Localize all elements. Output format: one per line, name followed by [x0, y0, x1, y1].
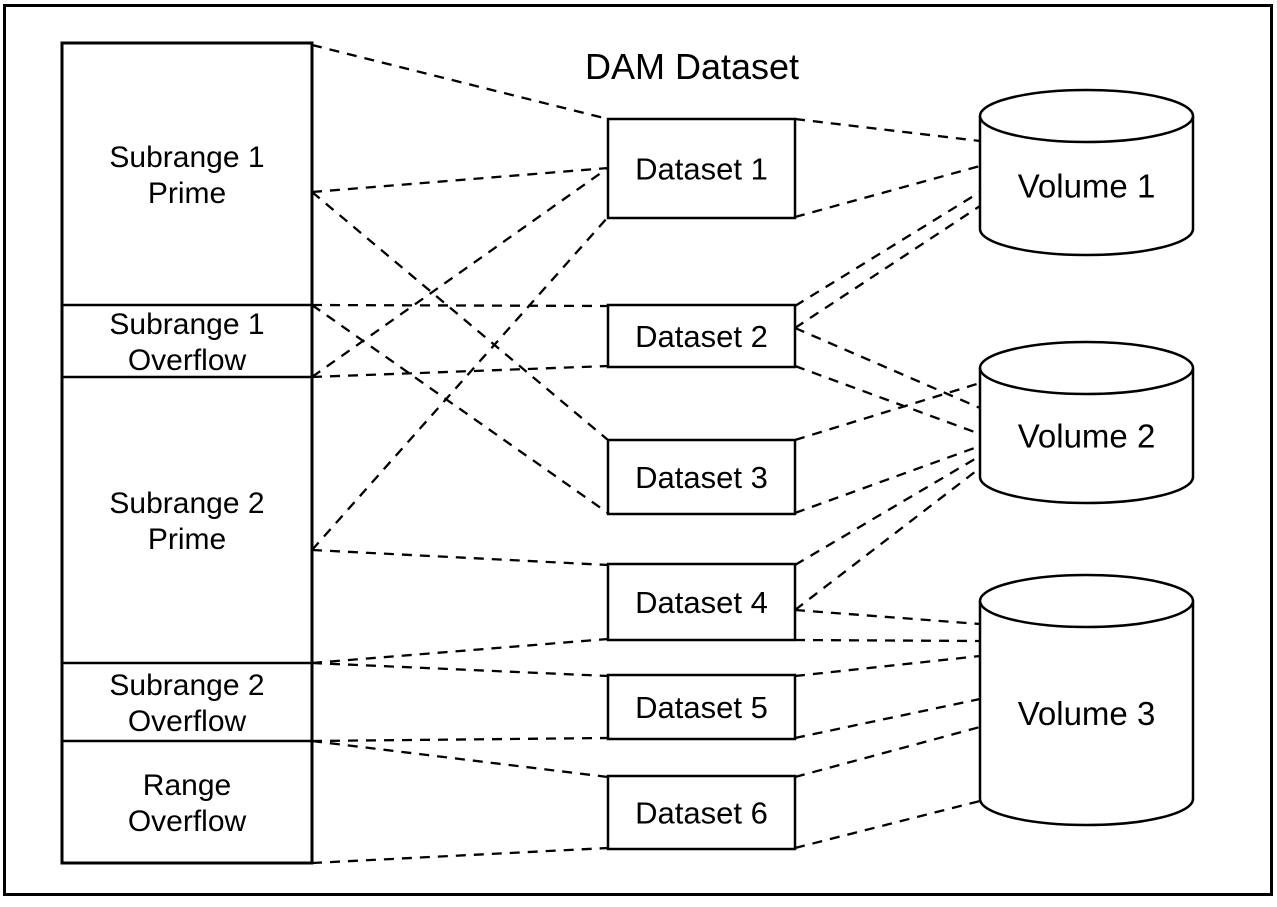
dataset-5-box [606, 673, 797, 741]
link-subrange-2-overflow-dataset-5 [311, 661, 609, 678]
link-dataset-1-volume-1 [794, 117, 981, 143]
link-dataset-1-volume-1 [794, 164, 981, 219]
section-label-subrange-1-prime: Subrange 1 [109, 141, 264, 174]
dataset-1-box [606, 117, 797, 220]
volume-2-cylinder-body [978, 368, 1195, 505]
diagram-title: DAM Dataset [585, 46, 799, 87]
link-dataset-6-volume-3 [794, 725, 981, 779]
volume-3-cylinder-top [978, 573, 1195, 629]
dataset-5-label: Dataset 5 [635, 690, 768, 725]
section-label-subrange-1-overflow: Overflow [128, 344, 247, 377]
link-range-overflow-dataset-6 [311, 739, 609, 779]
link-subrange-1-overflow-dataset-3 [311, 304, 609, 514]
link-dataset-2-volume-2 [794, 364, 981, 436]
link-subrange-2-prime-dataset-1 [311, 167, 609, 378]
link-dataset-4-volume-3 [794, 608, 981, 626]
link-dataset-4-volume-2 [794, 455, 981, 566]
link-subrange-1-overflow-dataset-2 [311, 303, 609, 308]
outer-border [3, 4, 1273, 896]
link-subrange-1-prime-dataset-1 [311, 43, 609, 121]
volume-3-cylinder-body [978, 601, 1195, 827]
link-dataset-4-volume-2 [794, 467, 981, 611]
link-dataset-3-volume-2 [794, 381, 981, 442]
dataset-1-label: Dataset 1 [635, 152, 768, 187]
dataset-6-box [606, 774, 797, 851]
link-subrange-2-prime-dataset-1 [311, 216, 609, 551]
section-label-subrange-2-prime: Prime [148, 523, 226, 556]
link-dataset-5-volume-3 [794, 654, 981, 678]
link-dataset-3-volume-2 [794, 444, 981, 515]
section-label-subrange-2-prime: Subrange 2 [109, 487, 264, 520]
section-label-range-overflow: Overflow [128, 805, 247, 838]
link-subrange-2-overflow-dataset-5 [311, 736, 609, 743]
dataset-6-label: Dataset 6 [635, 796, 768, 831]
link-dataset-5-volume-3 [794, 697, 981, 740]
section-label-subrange-2-overflow: Overflow [128, 705, 247, 738]
section-label-subrange-2-overflow: Subrange 2 [109, 669, 264, 702]
dataset-2-label: Dataset 2 [635, 319, 768, 354]
section-label-subrange-1-prime: Prime [148, 177, 226, 210]
volume-2-cylinder-top [978, 340, 1195, 396]
link-dataset-2-volume-1 [794, 191, 981, 307]
link-dataset-4-volume-3 [794, 638, 981, 643]
link-dataset-2-volume-2 [794, 326, 981, 410]
link-subrange-1-prime-dataset-3 [311, 191, 609, 441]
dataset-4-label: Dataset 4 [635, 585, 768, 620]
volume-1-cylinder-top [978, 88, 1195, 144]
volume-1-label: Volume 1 [1018, 168, 1156, 205]
volume-3-label: Volume 3 [1018, 695, 1156, 732]
volume-2-label: Volume 2 [1018, 418, 1156, 455]
section-label-subrange-1-overflow: Subrange 1 [109, 308, 264, 341]
link-subrange-2-prime-dataset-4 [311, 637, 609, 665]
dataset-3-box [606, 438, 797, 516]
section-label-range-overflow: Range [143, 769, 231, 802]
dataset-4-box [606, 562, 797, 642]
link-range-overflow-dataset-6 [311, 846, 609, 865]
link-subrange-1-overflow-dataset-2 [311, 364, 609, 379]
dataset-3-label: Dataset 3 [635, 460, 768, 495]
link-dataset-6-volume-3 [794, 799, 981, 850]
link-subrange-1-prime-dataset-1 [311, 166, 609, 194]
link-dataset-2-volume-1 [794, 205, 981, 329]
subrange-column-box [60, 41, 314, 865]
dataset-2-box [606, 303, 797, 369]
volume-1-cylinder-body [978, 116, 1195, 257]
link-subrange-2-prime-dataset-4 [311, 548, 609, 567]
